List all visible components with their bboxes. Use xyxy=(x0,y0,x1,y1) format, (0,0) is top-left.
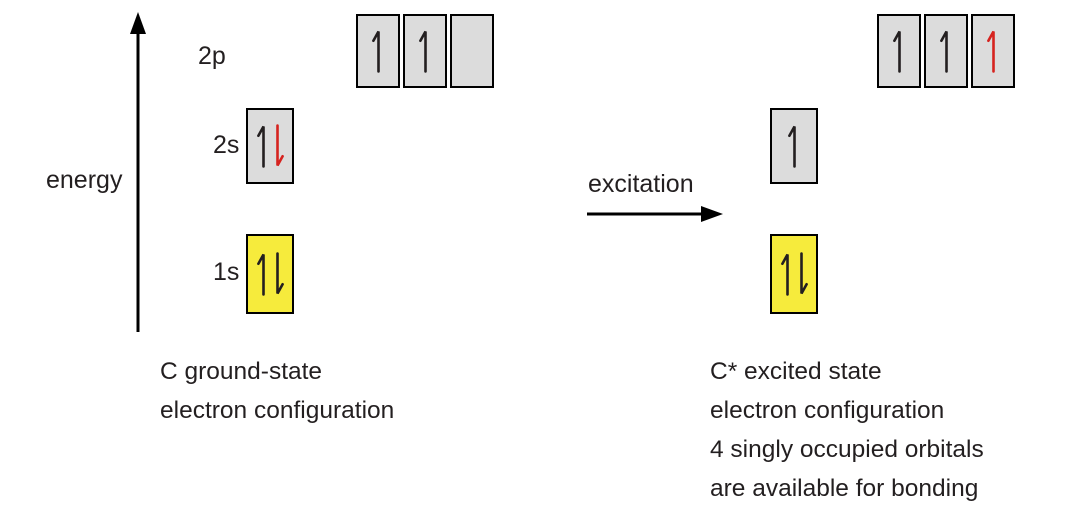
caption-line: 4 singly occupied orbitals xyxy=(710,436,984,463)
ground-state-caption: C ground-state electron configuration xyxy=(160,352,394,430)
energy-axis-label: energy xyxy=(46,166,123,194)
level-label-2p: 2p xyxy=(198,42,226,70)
electron-spin-down-arrow xyxy=(799,252,808,295)
excited-2p-orbitals xyxy=(877,14,1015,88)
ground-2s-orbital xyxy=(246,108,294,184)
caption-line: electron configuration xyxy=(710,397,945,424)
electron-spin-up-arrow xyxy=(787,125,796,168)
electron-spin-up-arrow xyxy=(780,253,789,296)
orbital-box xyxy=(450,14,494,88)
orbital-box xyxy=(403,14,447,88)
ground-1s-orbital xyxy=(246,234,294,314)
orbital-box xyxy=(877,14,921,88)
electron-spin-down-arrow xyxy=(275,252,284,295)
caption-line: electron configuration xyxy=(160,397,395,424)
level-label-2s: 2s xyxy=(213,131,240,159)
ground-2p-orbitals xyxy=(356,14,494,88)
excited-state-caption: C* excited state electron configuration … xyxy=(710,352,984,508)
electron-spin-up-arrow xyxy=(986,30,995,73)
electron-spin-up-arrow xyxy=(256,253,265,296)
electron-spin-up-arrow xyxy=(371,30,380,73)
electron-spin-up-arrow xyxy=(418,30,427,73)
level-label-1s: 1s xyxy=(213,258,240,286)
electron-spin-up-arrow xyxy=(892,30,901,73)
orbital-box xyxy=(924,14,968,88)
excited-1s-orbital xyxy=(770,234,818,314)
electron-spin-up-arrow xyxy=(256,125,265,168)
excitation-arrow xyxy=(587,206,723,222)
electron-spin-up-arrow xyxy=(939,30,948,73)
excited-2s-orbital xyxy=(770,108,818,184)
electron-spin-down-arrow xyxy=(275,124,284,167)
caption-line: C* excited state xyxy=(710,358,882,385)
caption-line: C ground-state xyxy=(160,358,323,385)
orbital-box xyxy=(971,14,1015,88)
excitation-label: excitation xyxy=(588,170,694,198)
caption-line: are available for bonding xyxy=(710,475,979,502)
energy-axis-arrow xyxy=(130,12,146,332)
orbital-box xyxy=(356,14,400,88)
